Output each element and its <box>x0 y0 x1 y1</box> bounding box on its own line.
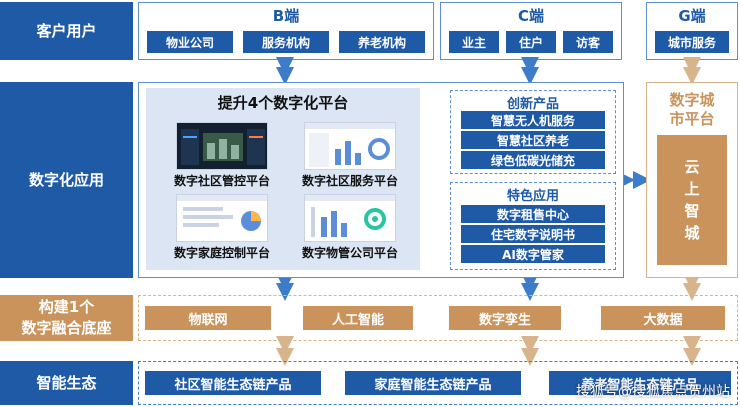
foundation-panel: 物联网 人工智能 数字孪生 大数据 <box>138 295 738 341</box>
g-end-title: G端 <box>678 7 706 25</box>
g-end-panel: G端 城市服务 <box>646 2 738 60</box>
featured-title: 特色应用 <box>506 189 559 204</box>
ecology-item-home: 家庭智能生态链产品 <box>345 371 521 395</box>
innovation-item-drone: 智慧无人机服务 <box>461 111 605 129</box>
ecology-panel: 社区智能生态链产品 家庭智能生态链产品 养老智能生态链产品 <box>138 361 738 405</box>
platform-label-home: 数字家庭控制平台 <box>173 246 270 260</box>
c-end-item-owner: 业主 <box>449 31 499 53</box>
property-platform-thumbnail <box>304 194 396 242</box>
c-end-title: C端 <box>517 7 544 25</box>
row-label-digital-app: 数字化应用 <box>0 82 133 278</box>
c-end-panel: C端 业主 住户 访客 <box>440 2 622 60</box>
innovation-title: 创新产品 <box>506 97 559 112</box>
row-label-foundation: 构建1个 数字融合底座 <box>0 295 133 341</box>
control-platform-thumbnail <box>176 122 268 170</box>
ecology-item-community: 社区智能生态链产品 <box>145 371 321 395</box>
foundation-item-twin: 数字孪生 <box>449 306 561 330</box>
innovation-item-green: 绿色低碳光储充 <box>461 151 605 169</box>
platforms-title: 提升4个数字化平台 <box>217 94 349 112</box>
featured-item-manual: 住宅数字说明书 <box>461 225 605 243</box>
foundation-item-bigdata: 大数据 <box>601 306 725 330</box>
b-end-panel: B端 物业公司 服务机构 养老机构 <box>138 2 434 60</box>
home-platform-thumbnail <box>176 194 268 242</box>
platform-label-service: 数字社区服务平台 <box>301 174 398 188</box>
c-end-item-visitor: 访客 <box>563 31 613 53</box>
c-end-item-resident: 住户 <box>506 31 556 53</box>
dashboard-dark-icon <box>181 129 265 165</box>
featured-item-ai: AI数字管家 <box>461 245 605 263</box>
watermark-text: 搜狐号@搜狐焦点贺州站 <box>576 384 730 400</box>
g-end-item-city: 城市服务 <box>655 31 729 53</box>
service-platform-thumbnail <box>304 122 396 170</box>
b-end-item-elderly: 养老机构 <box>339 31 425 53</box>
city-platform-panel: 数字城 市平台 云 上 智 城 <box>646 82 738 278</box>
innovation-item-elderly: 智慧社区养老 <box>461 131 605 149</box>
row-label-ecology: 智能生态 <box>0 361 133 405</box>
platform-label-property: 数字物管公司平台 <box>301 246 398 260</box>
platforms-panel: 提升4个数字化平台 数字社区管控平台 数字社区服务平台 <box>146 88 420 270</box>
cloud-city-block: 云 上 智 城 <box>657 135 727 265</box>
property-dashboard-icon <box>305 195 395 237</box>
row-label-customer: 客户用户 <box>0 2 133 60</box>
ecology-item-elderly: 养老智能生态链产品 <box>549 371 731 395</box>
foundation-item-ai: 人工智能 <box>303 306 413 330</box>
featured-item-rental: 数字租售中心 <box>461 205 605 223</box>
dashboard-light-icon <box>305 123 395 167</box>
b-end-item-property: 物业公司 <box>147 31 233 53</box>
b-end-title: B端 <box>272 7 300 25</box>
home-dashboard-icon <box>177 195 267 231</box>
city-platform-title: 数字城 市平台 <box>669 91 715 128</box>
foundation-item-iot: 物联网 <box>145 306 271 330</box>
featured-panel: 特色应用 数字租售中心 住宅数字说明书 AI数字管家 <box>450 182 616 270</box>
platform-label-control: 数字社区管控平台 <box>173 174 270 188</box>
b-end-item-service: 服务机构 <box>243 31 329 53</box>
innovation-panel: 创新产品 智慧无人机服务 智慧社区养老 绿色低碳光储充 <box>450 90 616 174</box>
